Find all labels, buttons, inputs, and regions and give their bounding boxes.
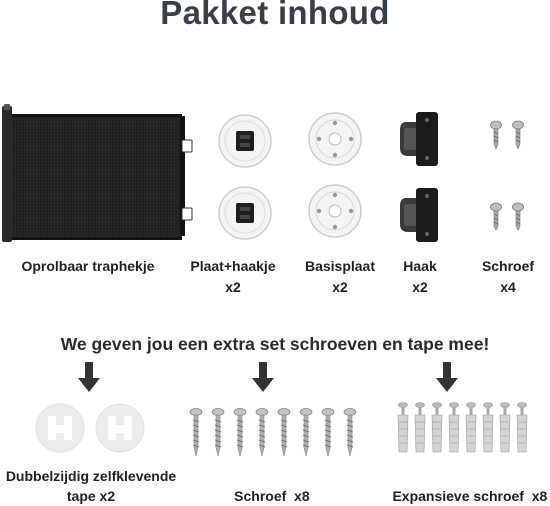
label-plate-hook: Plaat+haakje x2 <box>180 256 286 298</box>
label-screws-x8: Schroef x8 <box>200 466 336 506</box>
base-plate-image <box>304 108 366 244</box>
expansion-screws-image <box>396 402 536 458</box>
plate-with-hook-image <box>214 110 276 246</box>
item-name: Plaat+haakje <box>190 258 276 274</box>
label-expansion-screws: Expansieve schroef x8 <box>382 466 550 506</box>
extra-set-note: We geven jou een extra set schroeven en … <box>60 334 490 354</box>
item-name: Dubbelzijdig zelfklevende <box>5 468 177 484</box>
label-roll-up-gate: Oprolbaar traphekje <box>0 256 176 277</box>
label-screw: Schroef x4 <box>470 256 546 298</box>
page-title: Pakket inhoud <box>160 0 390 31</box>
item-name: Expansieve schroef x8 <box>392 488 548 504</box>
adhesive-tape-image <box>34 402 148 454</box>
screws-x8-image <box>188 408 358 458</box>
item-qty: tape x2 <box>66 488 116 504</box>
item-name: Schroef x8 <box>234 488 310 504</box>
hook-image <box>396 108 444 248</box>
item-name: Oprolbaar traphekje <box>21 258 155 274</box>
item-name: Haak <box>403 258 437 274</box>
label-base-plate: Basisplaat x2 <box>290 256 390 298</box>
arrow-down-icon <box>78 362 100 392</box>
screw-image <box>486 120 530 230</box>
arrow-down-icon <box>436 362 458 392</box>
item-qty: x2 <box>332 279 348 295</box>
label-adhesive-tape: Dubbelzijdig zelfklevende tape x2 <box>0 466 182 506</box>
arrow-down-icon <box>252 362 274 392</box>
item-qty: x4 <box>500 279 516 295</box>
item-name: Schroef <box>481 258 535 274</box>
item-name: Basisplaat <box>304 258 376 274</box>
item-qty: x2 <box>412 279 428 295</box>
item-qty: x2 <box>225 279 241 295</box>
label-hook: Haak x2 <box>390 256 450 298</box>
roll-up-gate-image <box>0 104 200 250</box>
